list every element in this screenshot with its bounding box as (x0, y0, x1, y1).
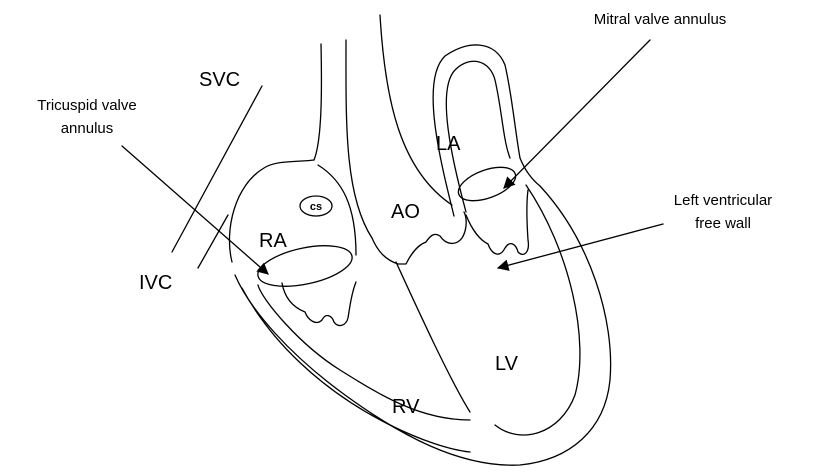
aorta-right-wall (380, 15, 452, 205)
annotation-tricuspid-line1: Tricuspid valve (37, 97, 136, 114)
annotation-tricuspid-line2: annulus (61, 120, 114, 137)
annotation-mitral: Mitral valve annulus (594, 11, 727, 28)
label-lv: LV (495, 353, 519, 375)
label-la: LA (436, 133, 461, 155)
tricuspid-pointer-arrow (122, 146, 268, 274)
label-ivc: IVC (139, 272, 172, 294)
label-ao: AO (391, 201, 420, 223)
ivc-line (198, 215, 228, 268)
tricuspid-valve-leaflets (282, 282, 356, 325)
mitral-valve-leaflets (466, 190, 528, 254)
label-svc: SVC (199, 69, 240, 91)
annotation-lv-wall-line2: free wall (695, 215, 751, 232)
label-rv: RV (392, 396, 420, 418)
lv-wall-pointer-arrow (498, 224, 663, 268)
label-cs: cs (310, 201, 322, 213)
annotation-lv-wall-line1: Left ventricular (674, 192, 772, 209)
label-ra: RA (259, 230, 287, 252)
left-atrium-outer-wall (433, 45, 520, 216)
ventricular-septum (396, 262, 470, 412)
mitral-annulus (454, 161, 520, 208)
svc-line (172, 86, 262, 252)
right-atrium-septal-wall (318, 165, 356, 255)
heart-outer-wall (235, 186, 611, 465)
aorta-left-wall (314, 44, 321, 160)
mitral-pointer-arrow (504, 40, 650, 188)
